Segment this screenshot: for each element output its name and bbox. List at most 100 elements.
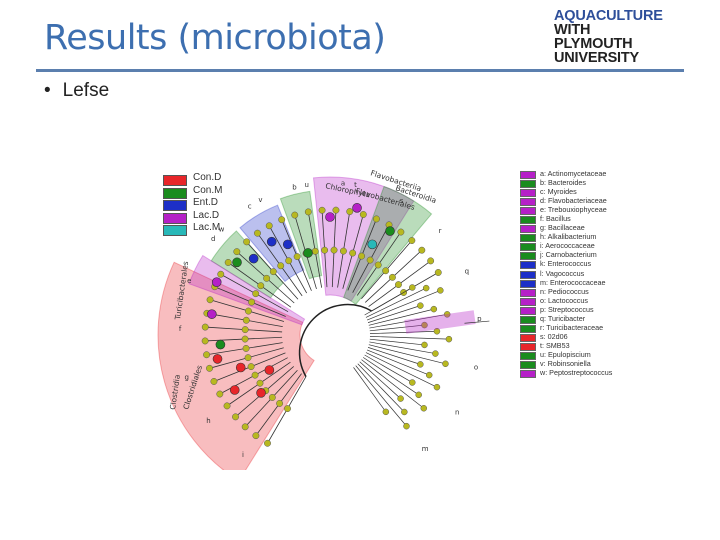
bullet-text: Lefse [62,80,110,101]
key-label: h: Alkalibacterium [540,232,597,242]
biomarker-node [235,362,246,373]
legend-swatch [163,200,187,211]
biomarker-node [266,236,277,247]
biomarker-node [207,309,217,319]
key-swatch [520,297,536,306]
university-logo: AQUACULTURE WITH PLYMOUTH UNIVERSITY [554,8,684,66]
tree-node [443,311,451,318]
sector-letter: p [477,315,482,323]
key-label: d: Flavobacteriaceae [540,196,607,206]
key-swatch [520,252,536,261]
tree-node [206,296,214,304]
tree-branch [369,324,425,332]
tree-branch [368,308,434,326]
tree-node [223,402,231,410]
tree-node [277,262,285,270]
tree-node [401,408,408,416]
tree-branch [365,287,427,318]
tree-node [442,360,449,368]
legend-swatch [163,175,187,186]
tree-node [304,208,312,216]
tree-node [203,351,211,359]
tree-node [251,371,259,379]
biomarker-node [303,248,313,258]
tree-node [434,269,442,276]
tree-branch [367,305,421,323]
tree-node [233,248,241,256]
tree-node [432,350,439,357]
tree-branch [353,367,387,413]
logo-line-1: AQUACULTURE [554,8,663,24]
tree-branch [362,357,419,396]
tree-node [244,307,252,315]
tree-node [241,335,249,343]
tree-node [349,249,357,257]
key-label: f: Bacillus [540,214,571,224]
key-swatch [520,306,536,315]
tree-node [252,290,260,298]
condition-sector-conm [343,185,433,306]
key-label: k: Enterococcus [540,259,592,269]
tree-node [415,391,422,399]
legend-label: Con.M [193,184,223,196]
key-swatch [520,288,536,297]
tree-node [263,274,271,282]
slide-title: Results (microbiota) [44,18,386,58]
biomarker-node [367,239,378,250]
tree-node [243,238,251,246]
key-label: q: Turicibacter [540,313,586,323]
logo-line-4: UNIVERSITY [554,50,640,66]
key-label: s: 02d06 [540,331,568,341]
tree-node [254,229,261,237]
tree-node [394,281,402,289]
tree-node [408,237,416,244]
tree-node [445,335,453,343]
tree-branch [364,354,413,383]
tree-node [216,390,224,398]
key-label: c: Myroides [540,187,577,197]
sector-letter: o [474,363,478,371]
tree-branch [369,313,448,329]
key-label: r: Turicibacteraceae [540,322,604,332]
biomarker-node [212,354,223,364]
tree-node [201,323,209,331]
biomarker-node [232,257,242,268]
sector-letter: q [465,268,469,276]
title-divider [36,69,684,72]
tree-node [206,364,213,372]
lefse-cladogram: abcdefghijklmnopqrstuvwFlavobacteriiaBac… [157,168,490,470]
tree-node [278,216,286,224]
key-swatch [520,342,536,351]
tree-node [210,378,218,385]
biomarker-node [211,277,222,287]
key-label: m: Enterococcaceae [540,277,606,287]
tree-node [397,228,405,236]
tree-backbone [298,303,372,377]
condition-sector-lacd [404,310,476,334]
biomarker-node [229,385,240,395]
key-swatch [520,370,536,379]
key-label: i: Aerococcaceae [540,241,595,251]
tree-node [430,305,438,313]
key-swatch [520,171,536,179]
legend-swatch [163,212,187,224]
key-swatch [520,180,536,189]
tree-node [397,395,404,402]
tree-node [417,361,424,368]
tree-node [311,247,319,255]
legend-label: Lac.M [193,222,221,233]
sector-letter: w [219,225,225,233]
logo-line-2: WITH [554,22,591,38]
tree-node [276,399,284,407]
tree-node [232,413,239,421]
tree-node [417,302,424,309]
tree-branch [369,336,449,340]
tree-node [346,208,354,216]
tree-branch [357,363,405,413]
sector-letter: l [382,469,384,470]
tree-node [420,405,428,412]
tree-branch [366,290,441,321]
tree-node [358,252,366,260]
tree-node [242,344,250,352]
key-swatch [520,216,536,225]
